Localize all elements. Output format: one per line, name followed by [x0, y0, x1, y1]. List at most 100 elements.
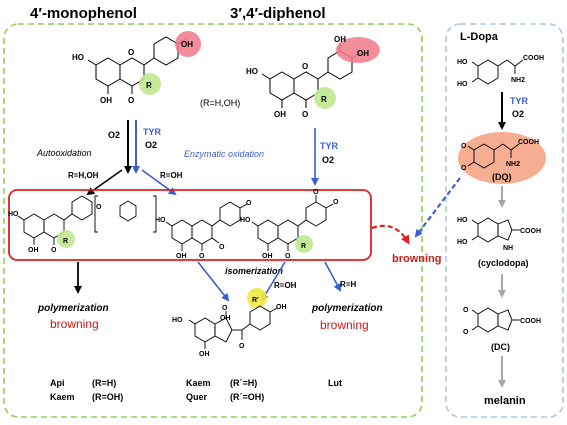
atom-oh: OH — [357, 49, 369, 58]
atom-ho: HO — [457, 239, 468, 246]
atom-o: O — [246, 200, 252, 207]
atom-o: O — [463, 307, 469, 314]
arrow-to-browning-red — [371, 224, 410, 245]
r-highlight-lime — [57, 230, 75, 248]
label-kaem-mid: Kaem — [186, 378, 211, 388]
atom-cooh: COOH — [518, 139, 539, 146]
atom-ho: HO — [72, 53, 84, 62]
atom-o: O — [461, 143, 467, 150]
atom-oh: OH — [274, 110, 286, 119]
atom-cooh: COOH — [520, 318, 541, 325]
atom-o: O — [219, 244, 225, 251]
label-quer: Quer — [186, 392, 208, 402]
atom-oh: OH — [220, 315, 231, 322]
label-r-h-mid: R=H — [340, 280, 356, 289]
atom-ho: HO — [8, 211, 19, 218]
label-o2: O2 — [108, 130, 120, 140]
header-diphenol: 3′,4′-diphenol — [230, 5, 326, 22]
label-autooxidation: Autooxidation — [36, 148, 92, 158]
atom-nh2: NH2 — [511, 77, 525, 84]
r-highlight-lime — [314, 87, 336, 109]
label-dq: (DQ) — [492, 172, 512, 182]
o-quinone-structure — [251, 195, 334, 251]
atom-r: R — [321, 95, 327, 104]
benzofuranone-structure — [188, 305, 278, 349]
arrow-dq-to-browning — [414, 177, 461, 238]
label-o2: O2 — [145, 140, 157, 150]
label-browning-center: browning — [392, 253, 442, 265]
label-kaem-left: Kaem — [50, 392, 75, 402]
r-highlight-lime — [295, 235, 313, 253]
label-api: Api — [50, 378, 65, 388]
atom-oh: OH — [276, 304, 287, 311]
label-browning-left: browning — [50, 317, 99, 331]
atom-cooh: COOH — [520, 228, 541, 235]
label-r-oh-mid: R=OH — [274, 281, 297, 290]
label-polymerization-right: polymerization — [311, 303, 383, 314]
atom-r: R — [146, 81, 152, 90]
intermediates-box — [8, 189, 372, 261]
atom-oh: OH — [262, 253, 273, 260]
header-monophenol: 4′-monophenol — [30, 5, 137, 22]
atom-o: O — [302, 110, 308, 119]
atom-ho: HO — [457, 81, 468, 88]
atom-oh: OH — [199, 351, 210, 358]
label-o2: O2 — [322, 155, 334, 165]
atom-o: O — [239, 343, 245, 350]
atom-nh: NH — [503, 245, 513, 252]
label-api-r: (R=H) — [92, 378, 116, 388]
label-dc: (DC) — [491, 342, 510, 352]
atom-o: O — [463, 329, 469, 336]
label-melanin: melanin — [484, 395, 526, 407]
label-kaem-left-r: (R=OH) — [92, 392, 123, 402]
atom-oh: OH — [334, 35, 346, 44]
atom-cooh: COOH — [523, 55, 544, 62]
atom-o: O — [222, 305, 228, 312]
atom-oh: OH — [100, 96, 112, 105]
dq-highlight — [458, 132, 546, 184]
atom-r: R — [301, 243, 306, 250]
label-kaem-mid-r: (R´=H) — [230, 378, 257, 388]
label-isomerization: isomerization — [225, 266, 284, 276]
label-quer-r: (R´=OH) — [230, 392, 264, 402]
label-enzymatic-oxidation: Enzymatic oxidation — [184, 149, 264, 159]
ldopa-structure — [471, 59, 524, 85]
atom-o: O — [461, 165, 467, 172]
ldopa-panel — [445, 23, 564, 418]
atom-oh: OH — [181, 40, 193, 49]
catechol-highlight-pink — [336, 37, 380, 63]
atom-ho: HO — [457, 59, 468, 66]
atom-o: O — [128, 96, 134, 105]
cyclodopa-structure — [471, 217, 520, 243]
label-r-h-oh-top: (R=H,OH) — [200, 98, 240, 108]
quinone-methide-structure — [165, 201, 248, 251]
atom-oh: OH — [176, 253, 187, 260]
label-cyclodopa: (cyclodopa) — [478, 258, 529, 268]
r-highlight-lime — [139, 73, 161, 95]
atom-o: O — [96, 204, 102, 211]
atom-o: O — [302, 62, 308, 71]
atom-ho: HO — [172, 317, 183, 324]
label-browning-right: browning — [320, 318, 369, 332]
monophenol-structure — [87, 36, 187, 94]
atom-o: O — [285, 253, 291, 260]
radical-structure — [17, 195, 157, 245]
label-lut: Lut — [328, 378, 342, 388]
dq-structure — [467, 143, 520, 169]
atom-o: O — [51, 247, 57, 254]
label-r-oh: R=OH — [160, 171, 183, 180]
oh-highlight-pink — [175, 31, 201, 57]
atom-r: R — [63, 238, 68, 245]
label-polymerization-left: polymerization — [37, 303, 109, 314]
label-tyr: TYR — [320, 141, 339, 151]
arrow-isomerization-left — [197, 261, 230, 302]
atom-nh2: NH2 — [506, 161, 520, 168]
atom-ho: HO — [457, 217, 468, 224]
rp-highlight-yellow — [247, 288, 267, 308]
label-tyr: TYR — [143, 127, 162, 137]
atom-o: O — [199, 253, 205, 260]
label-tyr-right: TYR — [510, 96, 529, 106]
flavonoid-panel — [3, 23, 423, 418]
header-ldopa: L-Dopa — [460, 31, 499, 43]
